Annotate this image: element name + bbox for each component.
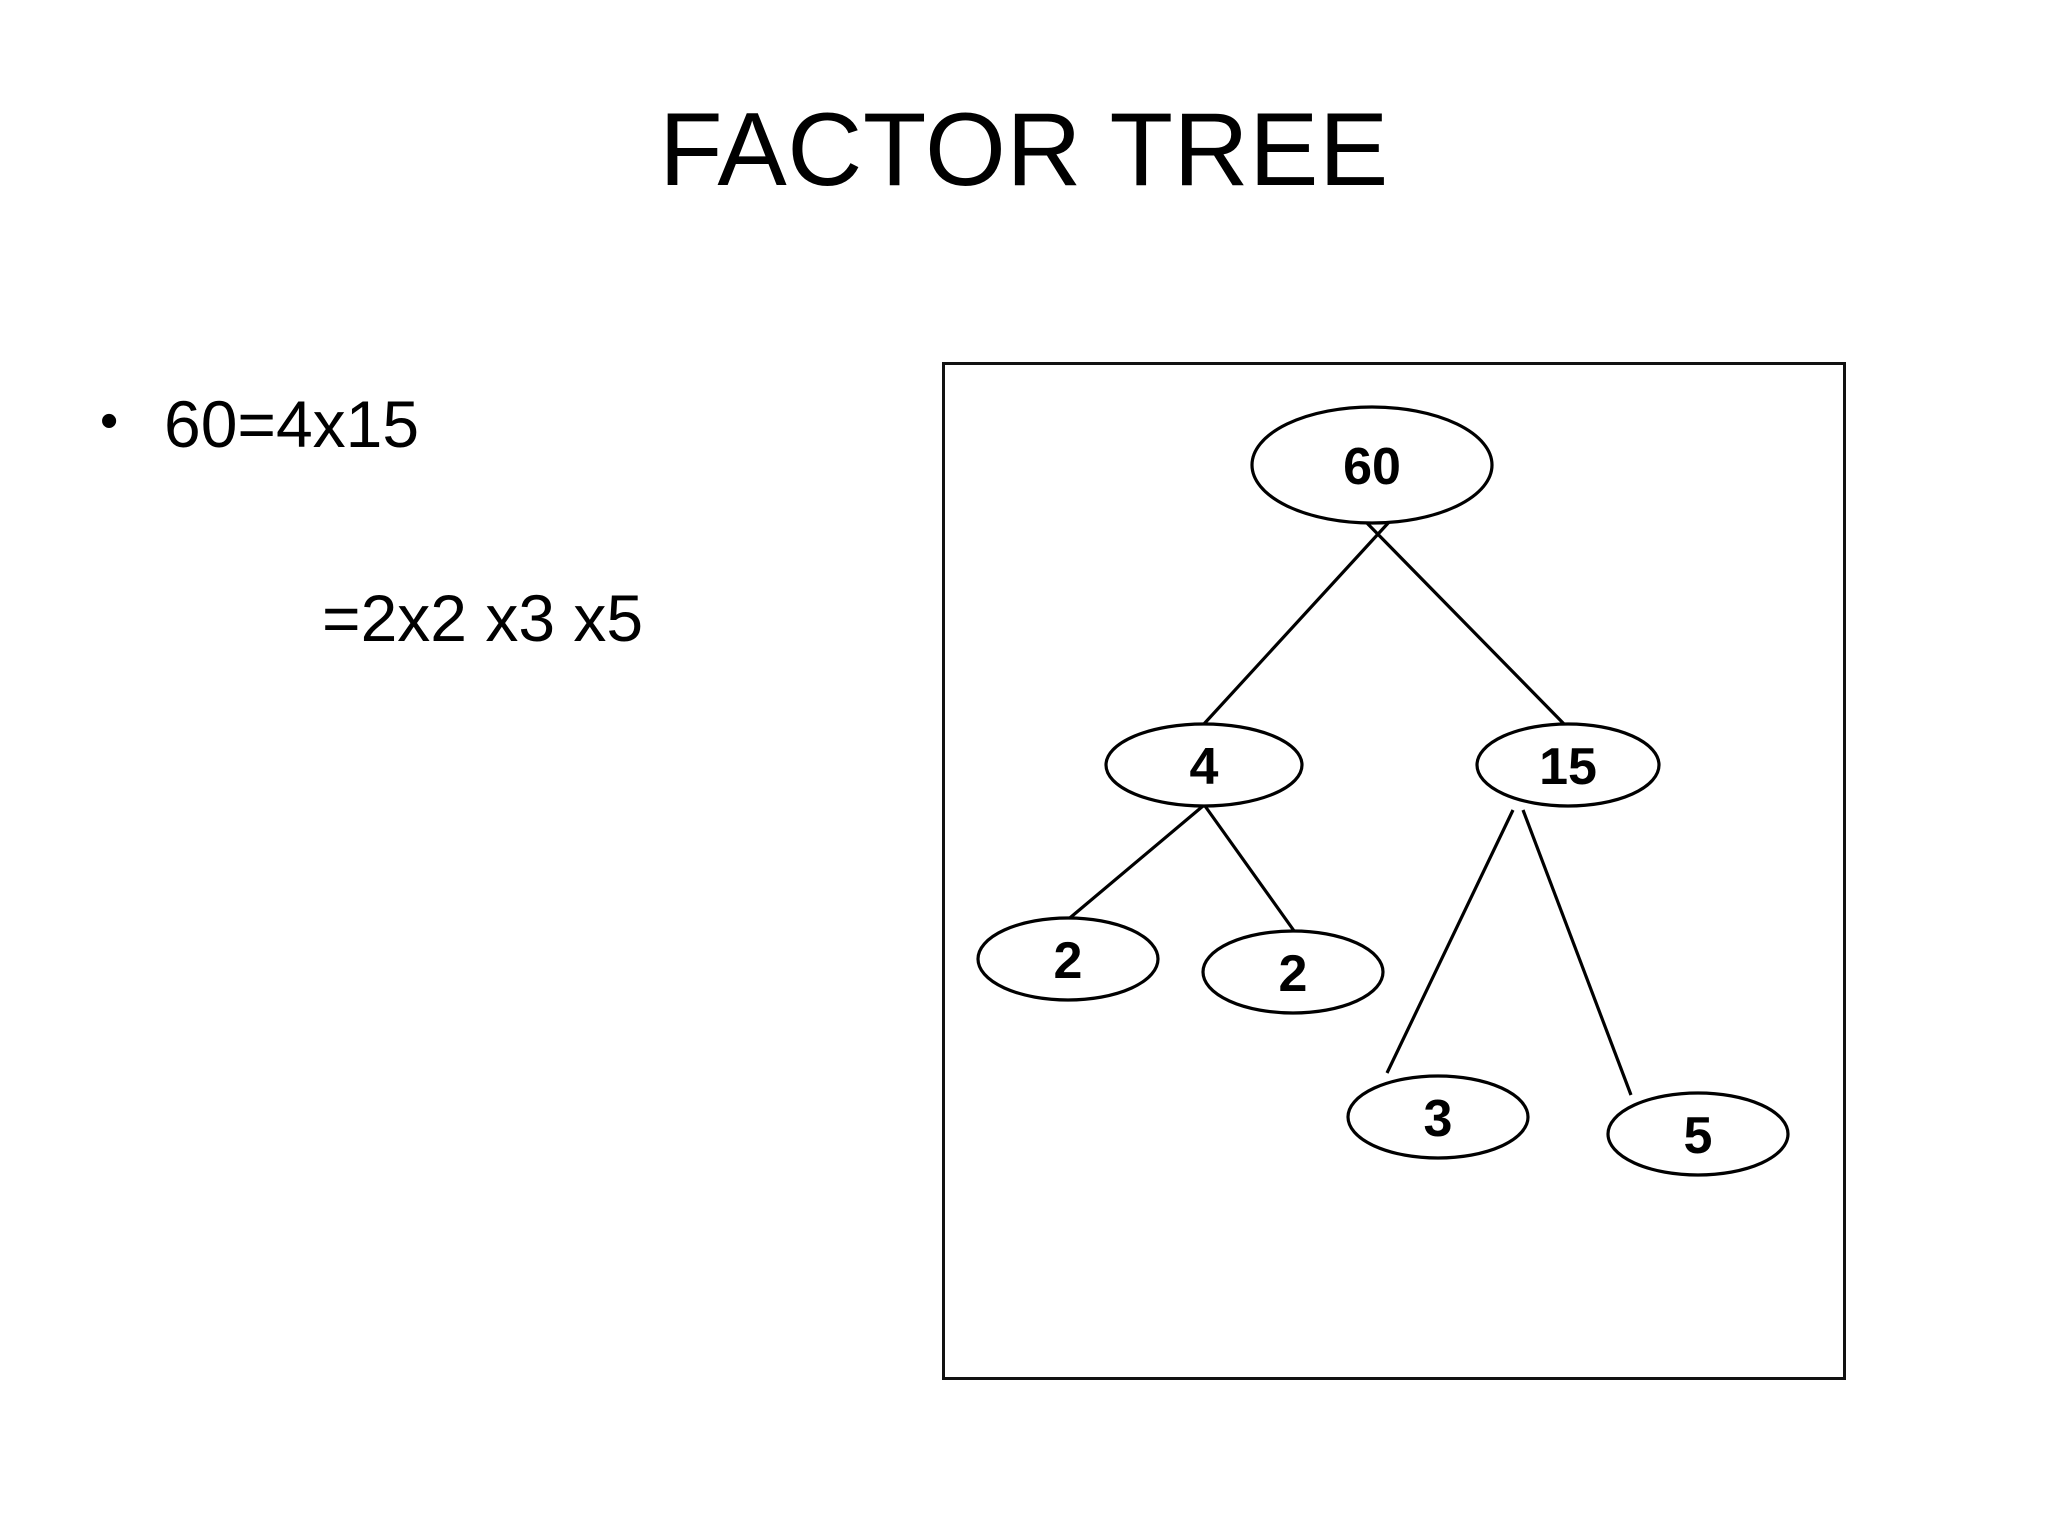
- edge-15-to-5: [1521, 809, 1633, 1096]
- edge-group: [1063, 516, 1633, 1096]
- edge-60-to-15: [1360, 516, 1567, 727]
- edge-4-to-2a: [1063, 804, 1205, 924]
- node-4-ellipse: [1104, 722, 1304, 808]
- edge-15-to-3: [1385, 809, 1515, 1074]
- node-15-ellipse: [1475, 722, 1661, 808]
- edge-60-to-4: [1201, 519, 1392, 727]
- node-60-ellipse: [1250, 405, 1494, 525]
- node-5-label: 5: [1684, 1107, 1713, 1165]
- node-5-ellipse: [1606, 1091, 1790, 1177]
- node-3-label: 3: [1424, 1090, 1453, 1148]
- node-15[interactable]: 15: [1475, 722, 1661, 808]
- node-4[interactable]: 4: [1104, 722, 1304, 808]
- node-60[interactable]: 60: [1250, 405, 1494, 525]
- bullet-point-icon: •: [100, 392, 119, 450]
- node-2-left-ellipse: [976, 916, 1160, 1002]
- bullet-list: • 60=4x15 =2x2 x3 x5: [100, 386, 880, 736]
- bullet-line-2-text: =2x2 x3 x5: [322, 580, 644, 655]
- list-item: =2x2 x3 x5: [100, 502, 880, 736]
- node-2-right-ellipse: [1201, 929, 1385, 1015]
- factor-tree-svg: 60 4 15 2 2: [976, 405, 1790, 1177]
- page-title: FACTOR TREE: [659, 92, 1389, 208]
- node-2-right[interactable]: 2: [1201, 929, 1385, 1015]
- node-4-label: 4: [1190, 738, 1219, 796]
- node-15-label: 15: [1539, 738, 1597, 796]
- node-3[interactable]: 3: [1346, 1074, 1530, 1160]
- node-3-ellipse: [1346, 1074, 1530, 1160]
- node-60-label: 60: [1343, 438, 1401, 496]
- list-item: • 60=4x15: [100, 386, 880, 464]
- factor-tree-diagram-frame: 60 4 15 2 2: [942, 362, 1846, 1380]
- node-2-right-label: 2: [1279, 945, 1308, 1003]
- node-2-left[interactable]: 2: [976, 916, 1160, 1002]
- bullet-line-1-text: 60=4x15: [164, 387, 420, 461]
- edge-4-to-2b: [1203, 805, 1299, 936]
- node-5[interactable]: 5: [1606, 1091, 1790, 1177]
- node-2-left-label: 2: [1054, 932, 1083, 990]
